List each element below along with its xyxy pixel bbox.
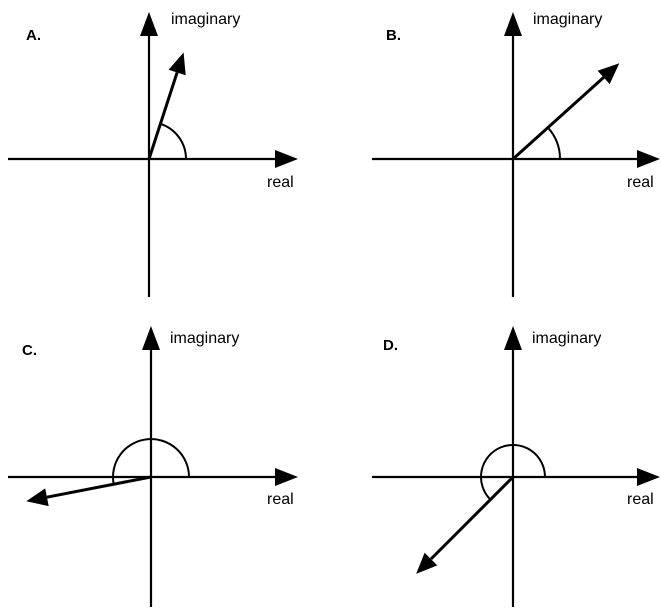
- panel-d: D. imaginary real: [372, 326, 660, 607]
- panel-a-label: A.: [26, 27, 41, 44]
- panel-c-real-label: real: [267, 491, 294, 508]
- panel-b-vector-arrowhead: [597, 63, 620, 85]
- panel-c-vector: [46, 475, 152, 499]
- panel-a-imaginary-axis-arrowhead: [140, 12, 158, 36]
- panel-c: C. imaginary real: [8, 326, 298, 607]
- panel-d-imaginary-axis-arrowhead: [504, 326, 522, 350]
- panel-d-angle-arc: [480, 443, 546, 501]
- panel-a-real-label: real: [267, 174, 294, 191]
- panel-b-label: B.: [386, 27, 401, 44]
- panel-b-angle-arc: [547, 126, 561, 160]
- panel-c-imaginary-axis-arrowhead: [142, 326, 160, 350]
- panel-a-real-axis-arrowhead: [275, 150, 298, 168]
- panel-d-real-axis-arrowhead: [637, 468, 660, 486]
- panel-c-imaginary-label: imaginary: [170, 330, 239, 347]
- panel-d-real-label: real: [627, 491, 654, 508]
- panel-b-vector: [511, 76, 605, 161]
- panel-d-label: D.: [383, 337, 398, 354]
- panel-d-vector-arrowhead: [416, 552, 438, 574]
- panel-a-angle-arc: [160, 122, 187, 160]
- panel-c-real-axis-arrowhead: [275, 468, 298, 486]
- panel-d-vector: [429, 475, 515, 561]
- panel-b-real-label: real: [627, 174, 654, 191]
- panel-c-vector-arrowhead: [26, 488, 49, 507]
- panel-a-imaginary-label: imaginary: [171, 11, 240, 28]
- panel-b-imaginary-axis-arrowhead: [504, 12, 522, 36]
- panel-b: B. imaginary real: [372, 11, 660, 297]
- panel-a-vector-arrowhead: [168, 52, 186, 76]
- panel-c-label: C.: [22, 342, 37, 359]
- panel-a: A. imaginary real: [8, 11, 298, 297]
- panel-b-imaginary-label: imaginary: [533, 11, 602, 28]
- panel-c-angle-arc: [112, 438, 190, 485]
- panel-b-real-axis-arrowhead: [637, 150, 660, 168]
- panel-a-vector: [147, 72, 179, 160]
- panel-d-imaginary-label: imaginary: [532, 330, 601, 347]
